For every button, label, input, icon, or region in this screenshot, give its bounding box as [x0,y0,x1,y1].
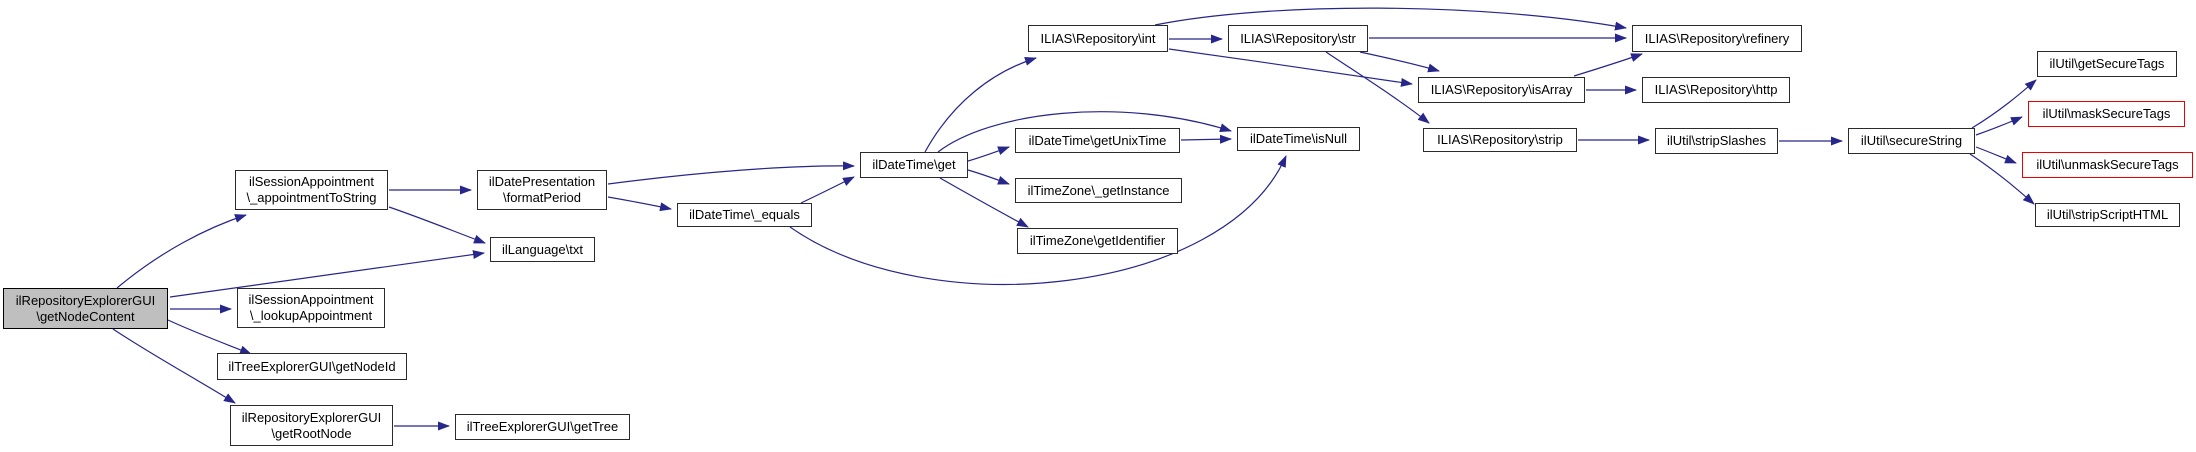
graph-node-str[interactable]: ILIAS\Repository\str [1228,25,1368,52]
graph-node-stripScriptHTML[interactable]: ilUtil\stripScriptHTML [2035,203,2180,227]
graph-node-label: \_appointmentToString [246,190,377,205]
graph-node-label: ilUtil\maskSecureTags [2042,106,2171,122]
edge-equals-to-isNull [789,155,1287,285]
graph-node-label: ILIAS\Repository\str [1240,30,1356,46]
graph-node-label: ilUtil\secureString [1860,133,1963,149]
edge-isArray-to-refinery [1573,53,1643,77]
edge-get-to-isNull [937,111,1232,153]
graph-node-stripSlashes[interactable]: ilUtil\stripSlashes [1655,128,1778,154]
edge-getNodeContent-to-getNodeId [167,319,252,355]
edge-str-to-strip [1325,51,1430,124]
graph-node-refinery[interactable]: ILIAS\Repository\refinery [1632,25,1802,52]
graph-node-label: ilUtil\unmaskSecureTags [2036,157,2179,173]
graph-node-label: \_lookupAppointment [249,308,373,323]
edge-getNodeContent-to-appointmentToString [116,214,247,289]
edge-getNodeContent-to-getRootNode [112,328,236,404]
graph-node-label: ilUtil\stripSlashes [1667,133,1766,149]
edge-int-to-isArray [1168,48,1413,87]
graph-node-isNull[interactable]: ilDateTime\isNull [1237,127,1360,151]
graph-node-label: ilSessionAppointment [248,174,375,190]
graph-node-label: ilDateTime\_equals [689,207,800,223]
graph-node-label: ILIAS\Repository\int [1040,30,1156,46]
graph-node-maskSecureTags[interactable]: ilUtil\maskSecureTags [2028,101,2185,127]
graph-node-label: \getRootNode [271,425,352,441]
graph-node-secureString[interactable]: ilUtil\secureString [1848,128,1975,154]
graph-node-getTree[interactable]: ilTreeExplorerGUI\getTree [455,414,630,440]
edge-get-to-getIdentifier [939,177,1029,228]
graph-node-label: ilTreeExplorerGUI\getNodeId [228,358,396,374]
graph-node-label: \getNodeContent [36,308,135,324]
graph-node-label: ilTimeZone\getIdentifier [1029,233,1166,249]
edge-secureString-to-maskSecureTags [1975,116,2023,136]
graph-node-equals[interactable]: ilDateTime\_equals [677,203,812,227]
edge-get-to-getInstance [967,169,1010,185]
edge-formatPeriod-to-get [607,161,855,185]
edge-secureString-to-getSecureTags [1971,79,2037,129]
edge-get-to-getUnixTime [967,146,1010,162]
edge-str-to-isArray [1359,51,1440,73]
edge-getNodeContent-to-txt [169,250,485,298]
graph-node-getRootNode[interactable]: ilRepositoryExplorerGUI\getRootNode [230,405,393,446]
graph-node-label: \formatPeriod [502,190,582,205]
graph-node-label: ilDateTime\get [872,157,956,173]
graph-node-getUnixTime[interactable]: ilDateTime\getUnixTime [1015,128,1180,153]
graph-node-label: ilLanguage\txt [502,241,583,257]
graph-node-label: ilTreeExplorerGUI\getTree [466,419,619,435]
graph-node-formatPeriod[interactable]: ilDatePresentation\formatPeriod [477,170,607,210]
graph-node-label: ilSessionAppointment [248,292,374,308]
graph-node-strip[interactable]: ILIAS\Repository\strip [1423,128,1577,152]
graph-node-txt[interactable]: ilLanguage\txt [490,237,595,262]
edge-secureString-to-stripScriptHTML [1969,153,2035,205]
graph-node-label: ILIAS\Repository\isArray [1430,82,1573,98]
graph-node-lookupAppointment[interactable]: ilSessionAppointment\_lookupAppointment [237,288,385,328]
graph-node-get[interactable]: ilDateTime\get [860,152,968,178]
graph-node-isArray[interactable]: ILIAS\Repository\isArray [1418,77,1585,103]
graph-node-label: ilUtil\getSecureTags [2049,56,2165,72]
graph-node-unmaskSecureTags[interactable]: ilUtil\unmaskSecureTags [2022,152,2193,178]
edge-formatPeriod-to-equals [607,196,672,212]
graph-node-getIdentifier[interactable]: ilTimeZone\getIdentifier [1017,228,1178,254]
graph-node-label: ilDateTime\getUnixTime [1028,132,1167,148]
graph-node-label: ilRepositoryExplorerGUI [15,292,156,308]
graph-node-label: ILIAS\Repository\refinery [1644,30,1790,46]
graph-node-label: ILIAS\Repository\http [1654,82,1778,98]
edge-equals-to-get [800,176,855,204]
edge-int-to-refinery [1154,7,1627,31]
graph-node-int[interactable]: ILIAS\Repository\int [1028,25,1168,52]
graph-node-label: ilRepositoryExplorerGUI [241,409,382,425]
edge-getUnixTime-to-isNull [1180,134,1232,144]
graph-node-http[interactable]: ILIAS\Repository\http [1642,77,1790,103]
graph-node-getSecureTags[interactable]: ilUtil\getSecureTags [2037,51,2177,77]
graph-node-appointmentToString[interactable]: ilSessionAppointment\_appointmentToStrin… [235,170,388,210]
edge-get-to-int [924,57,1037,153]
graph-node-label: ilDateTime\isNull [1249,131,1348,147]
edge-secureString-to-unmaskSecureTags [1975,146,2017,164]
graph-node-label: ilUtil\stripScriptHTML [2046,207,2169,223]
graph-node-getInstance[interactable]: ilTimeZone\_getInstance [1015,178,1182,203]
graph-node-label: ilTimeZone\_getInstance [1027,182,1170,198]
graph-node-label: ilDatePresentation [488,174,596,190]
graph-node-getNodeContent[interactable]: ilRepositoryExplorerGUI\getNodeContent [3,288,168,329]
edge-appointmentToString-to-txt [388,206,486,244]
graph-node-label: ILIAS\Repository\strip [1437,132,1563,148]
graph-node-getNodeId[interactable]: ilTreeExplorerGUI\getNodeId [217,353,407,380]
